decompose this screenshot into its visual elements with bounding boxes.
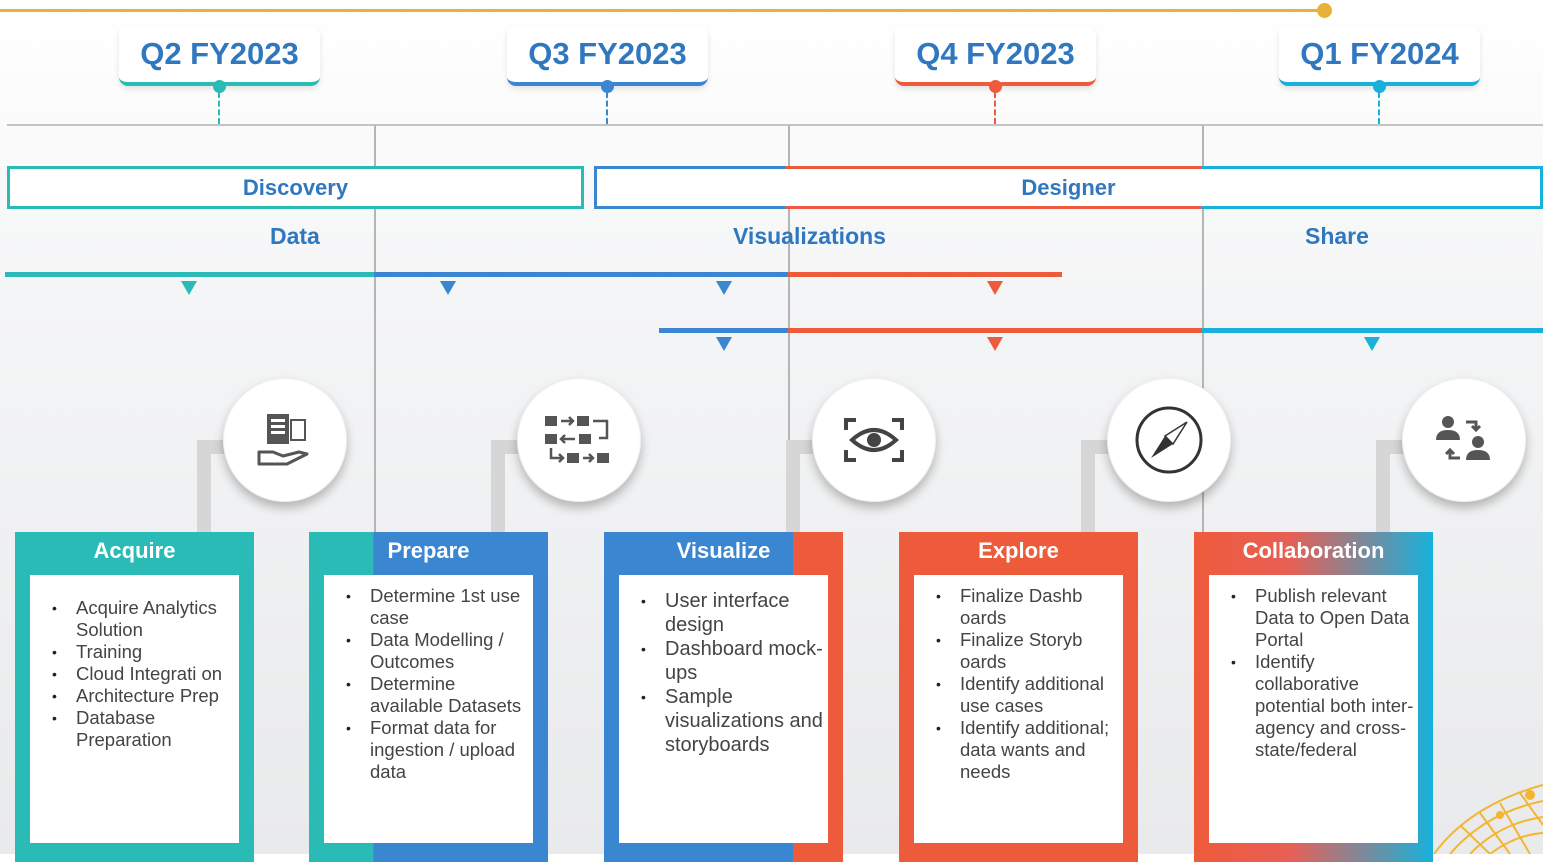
list-item: User interface design — [619, 589, 828, 637]
list-item: Publish relevant Data to Open Data Porta… — [1209, 585, 1418, 651]
card-title: Explore — [978, 538, 1059, 563]
timeline-end-dot — [1317, 3, 1332, 18]
stage-data: Data — [270, 223, 320, 249]
list-item: Sample visualizations and storyboards — [619, 685, 828, 757]
list-item: Architecture Prep — [30, 685, 239, 707]
card-title: Collaboration — [1242, 538, 1385, 563]
card-title: Acquire — [93, 538, 176, 563]
list-item: Finalize Storyb oards — [914, 629, 1123, 673]
list-item: Identify additional; data wants and need… — [914, 717, 1123, 783]
timeline-top-line — [0, 9, 1325, 12]
down-arrow-icon — [1364, 337, 1380, 351]
quarter-connector — [218, 92, 220, 124]
quarter-marker-dot — [1373, 80, 1386, 93]
quarter-q4-fy2023: Q4 FY2023 — [895, 26, 1096, 86]
stage-share: Share — [1305, 223, 1369, 249]
down-arrow-icon — [716, 281, 732, 295]
card-explore: Explore Finalize Dashb oards Finalize St… — [899, 532, 1138, 862]
progress-bar — [374, 272, 788, 277]
phase-discovery: Discovery — [7, 166, 584, 209]
list-item: Database Preparation — [30, 707, 239, 751]
list-item: Identify collaborative potential both in… — [1209, 651, 1418, 761]
list-item: Identify additional use cases — [914, 673, 1123, 717]
quarter-divider — [374, 125, 376, 537]
quarter-q1-fy2024: Q1 FY2024 — [1279, 26, 1480, 86]
card-visualize: Visualize User interface design Dashboar… — [604, 532, 843, 862]
icon-connector — [491, 440, 505, 532]
progress-bar — [659, 328, 788, 333]
list-item: Data Modelling / Outcomes — [324, 629, 533, 673]
quarter-q3-fy2023: Q3 FY2023 — [507, 26, 708, 86]
list-item: Cloud Integrati on — [30, 663, 239, 685]
card-prepare: Prepare Determine 1st use case Data Mode… — [309, 532, 548, 862]
progress-bar — [1202, 328, 1543, 333]
icon-connector — [197, 440, 211, 532]
card-body: Determine 1st use case Data Modelling / … — [324, 575, 533, 843]
timeline-axis — [7, 124, 1543, 126]
quarter-marker-dot — [601, 80, 614, 93]
quarter-marker-dot — [213, 80, 226, 93]
progress-bar — [5, 272, 374, 277]
card-body: Publish relevant Data to Open Data Porta… — [1209, 575, 1418, 843]
icon-connector — [786, 440, 800, 532]
card-title: Prepare — [387, 538, 470, 563]
down-arrow-icon — [181, 281, 197, 295]
workflow-icon — [517, 378, 641, 502]
list-item: Training — [30, 641, 239, 663]
icon-connector — [1376, 440, 1390, 532]
down-arrow-icon — [716, 337, 732, 351]
down-arrow-icon — [987, 281, 1003, 295]
list-item: Format data for ingestion / upload data — [324, 717, 533, 783]
decorative-mesh-icon — [1433, 784, 1543, 854]
icon-connector — [1081, 440, 1095, 532]
compass-icon — [1107, 378, 1231, 502]
list-item: Dashboard mock-ups — [619, 637, 828, 685]
card-collaboration: Collaboration Publish relevant Data to O… — [1194, 532, 1433, 862]
quarter-q2-fy2023: Q2 FY2023 — [119, 26, 320, 86]
quarter-marker-dot — [989, 80, 1002, 93]
quarter-connector — [1378, 92, 1380, 124]
down-arrow-icon — [440, 281, 456, 295]
card-body: Finalize Dashb oards Finalize Storyb oar… — [914, 575, 1123, 843]
quarter-connector — [606, 92, 608, 124]
progress-bar — [788, 328, 1202, 333]
stage-visualizations: Visualizations — [733, 223, 886, 249]
list-item: Determine 1st use case — [324, 585, 533, 629]
card-title: Visualize — [676, 538, 771, 563]
eye-scan-icon — [812, 378, 936, 502]
phase-designer: Designer — [594, 166, 1543, 209]
progress-bar — [788, 272, 1062, 277]
card-acquire: Acquire Acquire Analytics Solution Train… — [15, 532, 254, 862]
list-item: Acquire Analytics Solution — [30, 597, 239, 641]
down-arrow-icon — [987, 337, 1003, 351]
card-body: Acquire Analytics Solution Training Clou… — [30, 575, 239, 843]
list-item: Finalize Dashb oards — [914, 585, 1123, 629]
list-item: Determine available Datasets — [324, 673, 533, 717]
documents-hand-icon — [223, 378, 347, 502]
quarter-connector — [994, 92, 996, 124]
card-body: User interface design Dashboard mock-ups… — [619, 575, 828, 843]
users-exchange-icon — [1402, 378, 1526, 502]
